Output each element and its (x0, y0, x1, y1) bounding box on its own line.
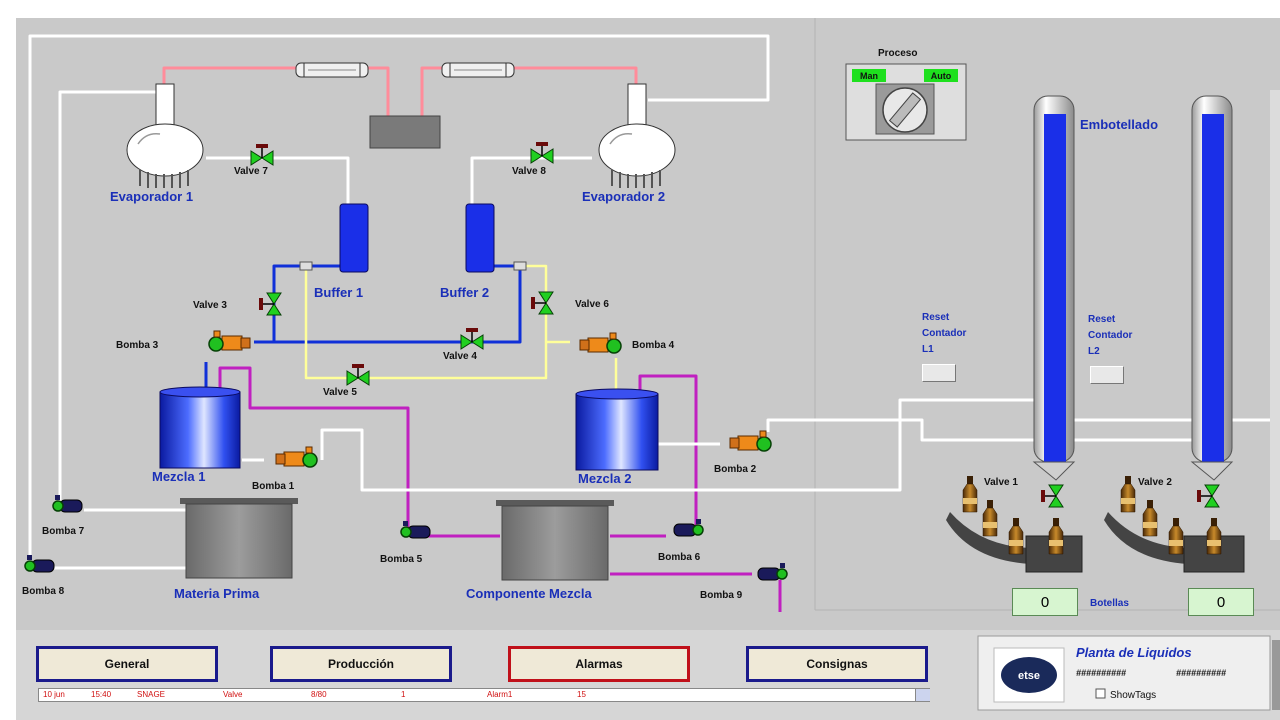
label-mezcla-1: Mezcla 1 (152, 469, 205, 484)
label-evaporador-1: Evaporador 1 (110, 189, 193, 204)
label-mezcla-2: Mezcla 2 (578, 471, 631, 486)
nav-produccion-button[interactable]: Producción (270, 646, 452, 682)
alarm-source: SNAGE (137, 690, 166, 699)
alarm-count: 1 (401, 690, 406, 699)
condenser-left (295, 62, 369, 78)
label-valve-3: Valve 3 (193, 300, 227, 311)
label-buffer-2: Buffer 2 (440, 285, 489, 300)
evaporador-2 (598, 83, 676, 188)
reset-l1-line2: Contador (922, 328, 967, 339)
reset-contador-l1-button[interactable] (922, 364, 956, 382)
label-botellas: Botellas (1090, 598, 1129, 609)
label-bomba-3: Bomba 3 (116, 340, 159, 351)
label-valve-6: Valve 6 (575, 299, 609, 310)
bottling-line-1 (946, 475, 1083, 573)
buffer-1-tank (339, 203, 369, 273)
buffer-2-tank (465, 203, 495, 273)
bottling-line-2 (1104, 475, 1245, 573)
componente-mezcla-tank (496, 500, 614, 581)
label-valve-7: Valve 7 (234, 166, 268, 177)
etse-logo: etse (993, 647, 1065, 703)
label-bomba-4: Bomba 4 (632, 340, 675, 351)
label-valve-1: Valve 1 (984, 477, 1018, 488)
label-materia-prima: Materia Prima (174, 586, 260, 601)
mode-man-tag[interactable]: Man (852, 69, 886, 82)
nav-general-button[interactable]: General (36, 646, 218, 682)
counter-line-1: 0 (1012, 588, 1078, 616)
showtags-checkbox[interactable] (1095, 688, 1106, 699)
label-valve-2: Valve 2 (1138, 477, 1172, 488)
embotellado-column-1 (1032, 95, 1076, 481)
evaporador-1 (126, 83, 204, 188)
condenser-right (441, 62, 515, 78)
proceso-title: Proceso (878, 48, 917, 59)
collector-tank (369, 115, 441, 149)
label-buffer-1: Buffer 1 (314, 285, 363, 300)
mezcla-1-tank (159, 386, 241, 469)
footer-title: Planta de Liquidos (1076, 645, 1192, 660)
label-bomba-9: Bomba 9 (700, 590, 743, 601)
alarm-banner-row[interactable]: 10 jun 15:40 SNAGE Valve 8/80 1 Alarm1 1… (38, 688, 930, 702)
showtags-label: ShowTags (1110, 690, 1156, 701)
label-evaporador-2: Evaporador 2 (582, 189, 665, 204)
label-bomba-2: Bomba 2 (714, 464, 757, 475)
label-valve-4: Valve 4 (443, 351, 477, 362)
label-valve-5: Valve 5 (323, 387, 357, 398)
reset-l2-line3: L2 (1088, 346, 1100, 357)
label-bomba-6: Bomba 6 (658, 552, 701, 563)
alarm-tag: Valve (223, 690, 243, 699)
alarm-time: 15:40 (91, 690, 112, 699)
counter-line-2: 0 (1188, 588, 1254, 616)
side-tab[interactable] (1272, 640, 1280, 710)
mode-auto-tag[interactable]: Auto (924, 69, 958, 82)
label-bomba-5: Bomba 5 (380, 554, 423, 565)
reset-l2-line1: Reset (1088, 314, 1116, 325)
materia-prima-tank (180, 498, 298, 579)
label-valve-8: Valve 8 (512, 166, 546, 177)
reset-l2-line2: Contador (1088, 330, 1133, 341)
label-bomba-7: Bomba 7 (42, 526, 85, 537)
embotellado-column-2 (1190, 95, 1234, 481)
alarm-type: Alarm1 (487, 690, 513, 699)
proceso-selector[interactable] (845, 63, 967, 141)
mezcla-2-tank (575, 388, 659, 471)
reset-contador-l2-button[interactable] (1090, 366, 1124, 384)
nav-alarmas-button[interactable]: Alarmas (508, 646, 690, 682)
alarm-scroll-icon[interactable] (915, 689, 930, 701)
alarm-level: 15 (577, 690, 586, 699)
reset-l1-line1: Reset (922, 312, 950, 323)
nav-consignas-button[interactable]: Consignas (746, 646, 928, 682)
svg-text:etse: etse (1018, 670, 1040, 682)
alarm-value: 8/80 (311, 690, 327, 699)
reset-l1-line3: L1 (922, 344, 934, 355)
alarm-date: 10 jun (43, 690, 65, 699)
label-bomba-1: Bomba 1 (252, 481, 295, 492)
label-componente-mezcla: Componente Mezcla (466, 586, 592, 601)
footer-mask-2: ########## (1176, 668, 1226, 678)
label-embotellado: Embotellado (1080, 117, 1158, 132)
label-bomba-8: Bomba 8 (22, 586, 65, 597)
footer-mask-1: ########## (1076, 668, 1126, 678)
